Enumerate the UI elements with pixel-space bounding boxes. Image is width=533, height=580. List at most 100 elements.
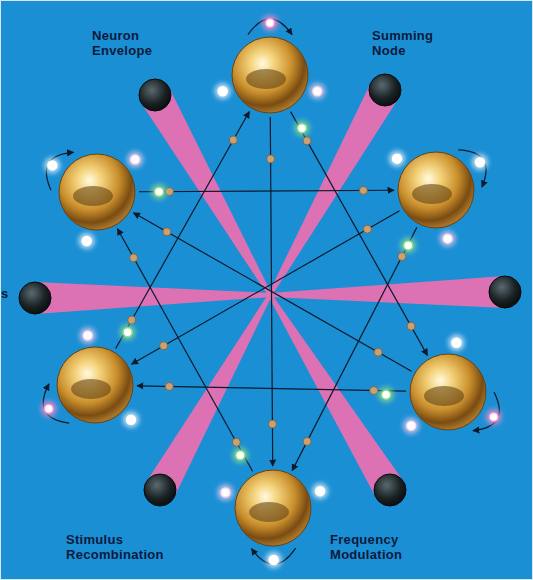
led [452, 338, 461, 347]
led-glow [309, 83, 325, 99]
black-knob [489, 276, 521, 308]
led-glow [127, 152, 143, 168]
black-knob [369, 74, 401, 106]
wire-line [133, 213, 411, 371]
wire-line [292, 227, 417, 470]
led [127, 415, 136, 424]
panel-label: Summing Node [372, 28, 450, 58]
wire-line [139, 190, 394, 192]
resistor-dot [407, 322, 415, 330]
resistor-dot [160, 342, 168, 350]
led-glow [215, 83, 231, 99]
panel-label: Neuron Envelope [92, 28, 170, 58]
wire-line [117, 229, 252, 472]
resistor-dot [303, 437, 311, 445]
black-knob [19, 282, 51, 314]
sphere-reflection [412, 184, 452, 204]
resistor-dot [165, 382, 173, 390]
wire-line [116, 112, 250, 349]
led [236, 451, 245, 460]
led-glow [400, 237, 416, 253]
led-glow [44, 157, 60, 173]
gold-sphere [398, 152, 474, 228]
resistor-dot [229, 136, 237, 144]
resistor-dot [374, 348, 382, 356]
led-glow [266, 552, 282, 568]
sphere-reflection [71, 379, 111, 399]
led-glow [41, 401, 57, 417]
led-glow [79, 233, 95, 249]
led [316, 487, 325, 496]
led-glow [123, 412, 139, 428]
led [82, 236, 91, 245]
led-glow [389, 151, 405, 167]
led [475, 158, 484, 167]
pink-band [146, 294, 272, 498]
pink-band [35, 282, 270, 314]
panel-label: Stimulus Recombination [66, 532, 184, 562]
led [123, 328, 132, 337]
led [297, 124, 306, 133]
resistor-dot [359, 186, 367, 194]
sphere-reflection [246, 69, 286, 89]
led [83, 331, 92, 340]
led-glow [120, 324, 136, 340]
gold-sphere [232, 37, 308, 113]
gold-sphere [57, 347, 133, 423]
resistor-dot [163, 228, 171, 236]
sphere-reflection [73, 186, 113, 206]
led [269, 555, 278, 564]
panel-label: Frequency Modulation [330, 532, 434, 562]
led-glow [312, 483, 328, 499]
resistor-dot [267, 155, 275, 163]
led [393, 154, 402, 163]
led [404, 241, 413, 250]
sphere-reflection [424, 386, 464, 406]
led [443, 234, 452, 243]
sphere-reflection [249, 502, 289, 522]
resistor-dot [128, 316, 136, 324]
led [266, 19, 275, 28]
led-glow [403, 418, 419, 434]
feedback-loop [252, 548, 296, 564]
led [382, 390, 391, 399]
led-glow [486, 409, 502, 425]
gold-sphere [59, 154, 135, 230]
led-glow [448, 335, 464, 351]
led-glow [217, 485, 233, 501]
led-glow [232, 447, 248, 463]
resistor-dot [268, 420, 276, 428]
gold-sphere [235, 470, 311, 546]
led [131, 155, 140, 164]
led [313, 87, 322, 96]
resistor-dot [232, 438, 240, 446]
resistor-dot [303, 137, 311, 145]
panel-label: s [1, 286, 13, 301]
led [221, 488, 230, 497]
led-glow [80, 328, 96, 344]
black-knob [139, 79, 171, 111]
led-glow [472, 154, 488, 170]
pink-band [268, 294, 403, 498]
black-knob [374, 474, 406, 506]
led [218, 87, 227, 96]
pink-band [270, 276, 505, 308]
resistor-dot [398, 253, 406, 261]
gold-sphere [410, 354, 486, 430]
led [154, 187, 163, 196]
feedback-loop [248, 19, 292, 35]
led-glow [378, 387, 394, 403]
resistor-dot [370, 387, 378, 395]
black-knob [144, 474, 176, 506]
led [44, 404, 53, 413]
wire-line [137, 386, 406, 391]
resistor-dot [130, 254, 138, 262]
led-glow [262, 15, 278, 31]
led [48, 161, 57, 170]
led-glow [440, 231, 456, 247]
led [407, 421, 416, 430]
led-glow [151, 184, 167, 200]
